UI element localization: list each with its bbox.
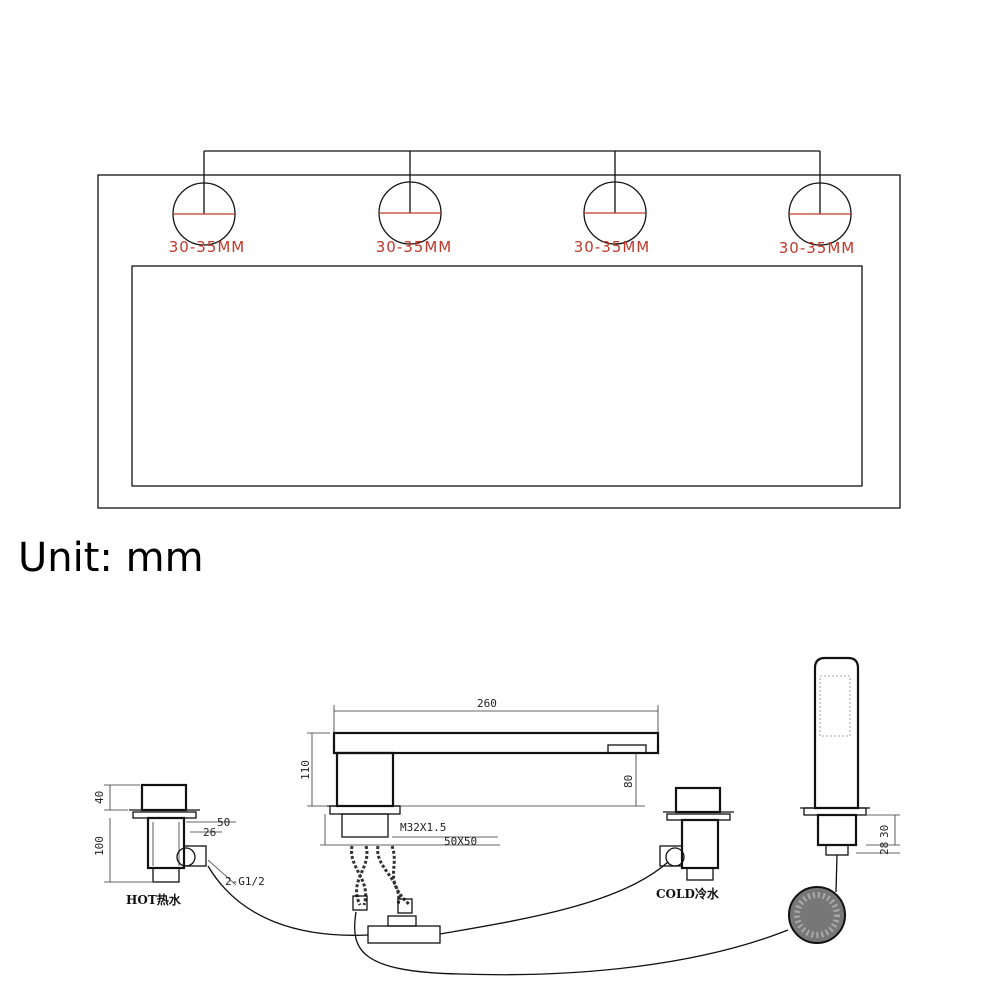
hole-label-3: 30-35MM (574, 238, 650, 256)
svg-text:30: 30 (878, 825, 891, 838)
svg-text:28: 28 (878, 842, 891, 855)
top-plan-view: 30-35MM 30-35MM 30-35MM 30-35MM (97, 150, 901, 509)
svg-text:M32X1.5: M32X1.5 (400, 821, 446, 834)
svg-text:260: 260 (477, 697, 497, 710)
tub-outline (131, 265, 863, 487)
supply-hoses (207, 845, 789, 976)
hot-label: HOT热水 (126, 892, 182, 907)
cold-valve: COLD冷水 (656, 786, 734, 901)
cold-label: COLD冷水 (656, 886, 720, 901)
svg-text:100: 100 (93, 836, 106, 856)
svg-text:2-G1/2: 2-G1/2 (225, 875, 265, 888)
mounting-hole-2: 30-35MM (376, 181, 452, 256)
deck-outline (97, 174, 901, 509)
svg-text:40: 40 (93, 791, 106, 804)
mounting-hole-3: 30-35MM (574, 181, 650, 256)
unit-label: Unit: mm (18, 535, 204, 581)
svg-text:80: 80 (622, 775, 635, 788)
svg-text:50: 50 (217, 816, 230, 829)
hand-shower: 30 28 (788, 656, 900, 944)
svg-text:26: 26 (203, 826, 216, 839)
svg-text:110: 110 (299, 760, 312, 780)
hole-label-2: 30-35MM (376, 238, 452, 256)
spout: 260 110 80 M32X1.5 50X50 (299, 697, 660, 848)
hole-label-4: 30-35MM (779, 239, 855, 257)
mounting-hole-1: 30-35MM (169, 182, 245, 256)
hole-label-1: 30-35MM (169, 238, 245, 256)
hot-valve: 40 100 50 26 2-G1/2 HOT热水 (93, 783, 265, 907)
side-elevation-view: 40 100 50 26 2-G1/2 HOT热水 260 (93, 656, 900, 976)
svg-text:50X50: 50X50 (444, 835, 477, 848)
mounting-hole-4: 30-35MM (779, 182, 855, 257)
